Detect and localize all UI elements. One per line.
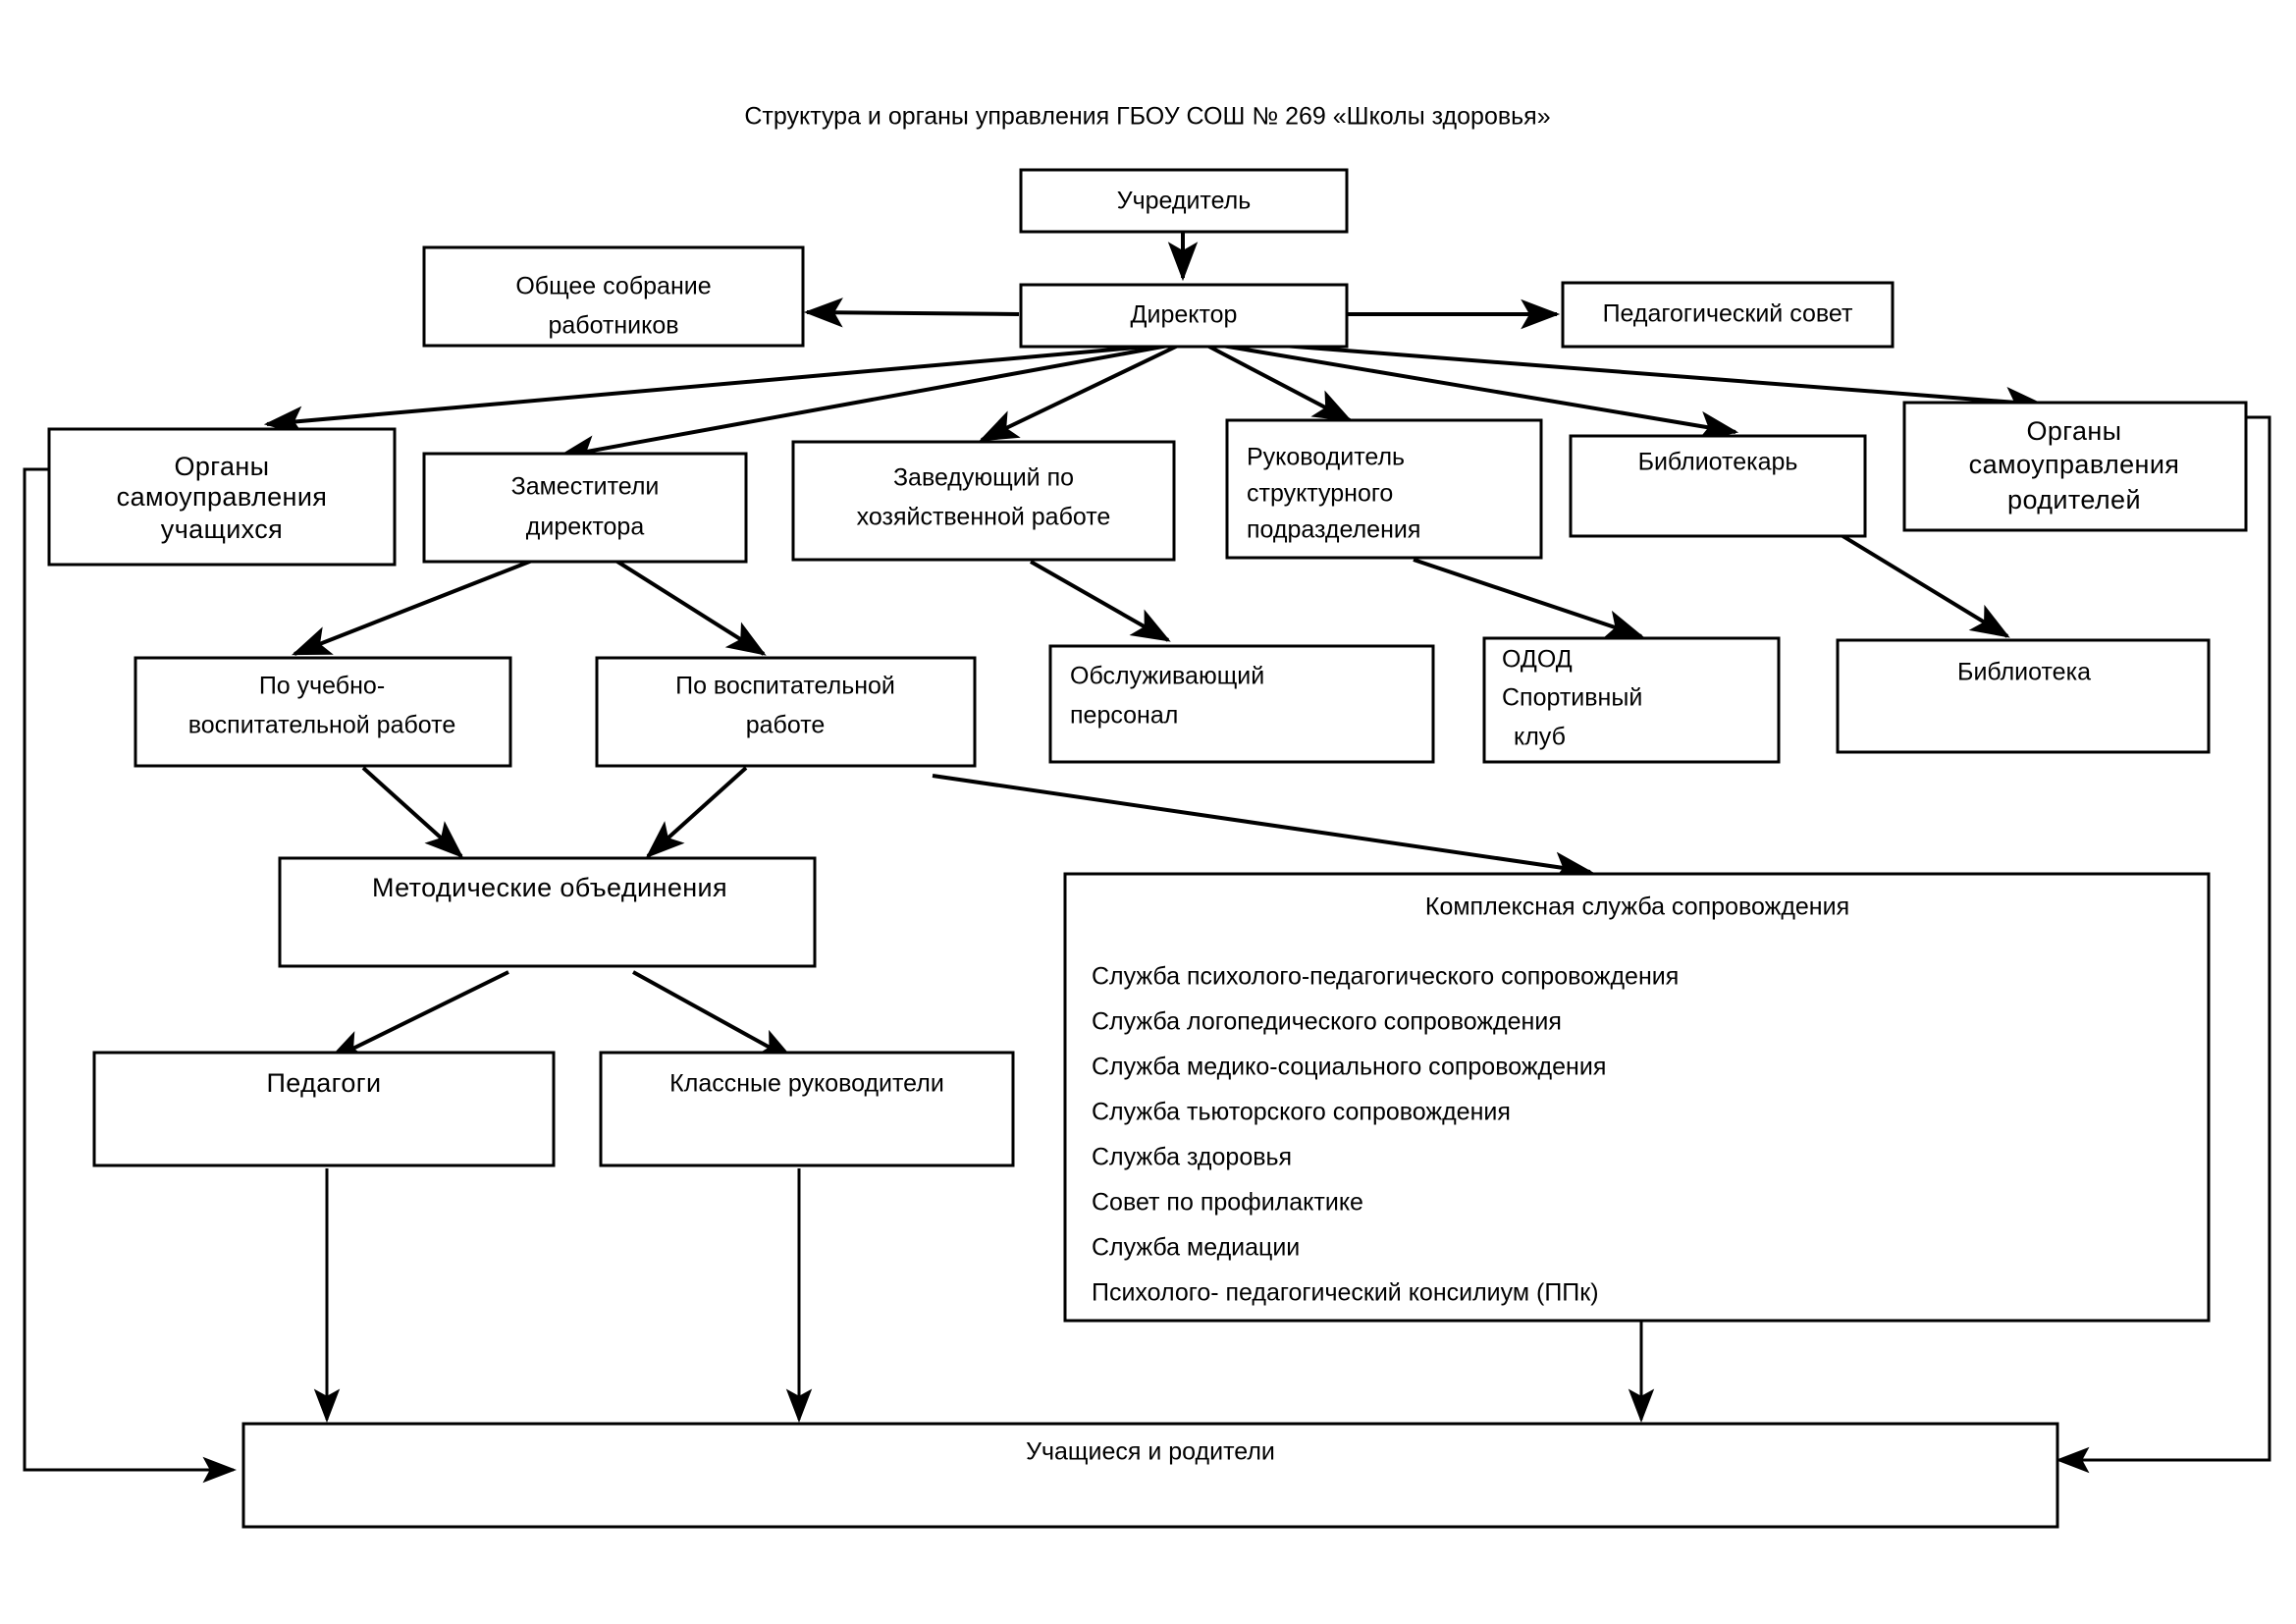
node-structural-head-line1: Руководитель: [1247, 444, 1405, 471]
node-teachers[interactable]: Педагоги: [92, 1051, 556, 1167]
connector-method-associations-to-teachers: [326, 970, 509, 1062]
node-upbringing-work-line2: работе: [746, 712, 826, 739]
node-parent-self-government-line2: самоуправления: [1969, 450, 2180, 479]
connector-student-self-government-to-students-parents: [23, 467, 237, 1484]
connector-upbringing-work-to-complex-service: [932, 774, 1594, 882]
node-odod-line2: Спортивный: [1502, 684, 1642, 712]
node-founder[interactable]: Учредитель: [1019, 168, 1349, 234]
node-general-meeting[interactable]: Общее собрание работников: [422, 245, 805, 348]
node-pedagogical-council-label: Педагогический совет: [1603, 300, 1853, 328]
node-economic-affairs-line1: Заведующий по: [893, 464, 1074, 492]
node-deputies-line1: Заместители: [511, 473, 660, 501]
complex-service-item-7: Психолого- педагогический консилиум (ППк…: [1092, 1279, 1599, 1307]
connector-upbringing-work-to-method-associations: [645, 766, 748, 859]
complex-service-item-1: Служба логопедического сопровождения: [1092, 1008, 1562, 1036]
node-service-staff[interactable]: Обслуживающий персонал: [1048, 644, 1435, 764]
node-odod[interactable]: ОДОД Спортивный клуб: [1482, 636, 1781, 764]
node-educational-work-line2: воспитательной работе: [188, 712, 455, 739]
node-director[interactable]: Директор: [1019, 283, 1349, 349]
complex-service-item-4: Служба здоровья: [1092, 1144, 1292, 1171]
connector-method-associations-to-class-teachers: [632, 970, 796, 1062]
node-method-associations[interactable]: Методические объединения: [278, 856, 817, 968]
complex-service-item-2: Служба медико-социального сопровождения: [1092, 1054, 1606, 1081]
node-economic-affairs[interactable]: Заведующий по хозяйственной работе: [791, 440, 1176, 562]
node-class-teachers-label: Классные руководители: [669, 1070, 944, 1098]
node-complex-service[interactable]: Комплексная служба сопровождения Служба …: [1063, 872, 2211, 1323]
node-structural-head-line3: подразделения: [1247, 516, 1420, 544]
node-upbringing-work[interactable]: По воспитательной работе: [595, 656, 977, 768]
connector-director-to-parent-self-government: [1231, 340, 2046, 417]
node-parent-self-government[interactable]: Органы самоуправления родителей: [1902, 401, 2248, 532]
complex-service-item-3: Служба тьюторского сопровождения: [1092, 1099, 1511, 1126]
connector-deputies-to-upbringing-work: [597, 548, 767, 656]
connector-parent-self-government-to-students-parents: [2056, 415, 2271, 1474]
complex-service-item-0: Служба психолого-педагогического сопрово…: [1092, 963, 1679, 991]
connector-director-to-student-self-government: [263, 344, 1159, 436]
connector-deputies-to-educational-work: [292, 548, 561, 656]
connector-director-to-economic-affairs: [979, 344, 1179, 442]
node-educational-work-line1: По учебно-: [259, 673, 385, 700]
node-service-staff-line1: Обслуживающий: [1070, 663, 1264, 690]
node-student-self-government-line3: учащихся: [161, 514, 283, 544]
connector-educational-work-to-method-associations: [361, 766, 464, 859]
node-structural-head[interactable]: Руководитель структурного подразделения: [1225, 418, 1543, 560]
connector-director-to-general-meeting: [803, 298, 1020, 328]
node-librarian-label: Библиотекарь: [1638, 449, 1798, 476]
connector-structural-head-to-odod: [1413, 558, 1645, 639]
connector-director-to-deputies: [556, 344, 1169, 465]
node-service-staff-line2: персонал: [1070, 702, 1178, 730]
node-class-teachers[interactable]: Классные руководители: [599, 1051, 1015, 1167]
node-structural-head-line2: структурного: [1247, 480, 1393, 508]
node-educational-work[interactable]: По учебно- воспитательной работе: [133, 656, 512, 768]
node-deputies[interactable]: Заместители директора: [422, 452, 748, 564]
connector-director-to-librarian: [1221, 344, 1739, 441]
page-title: Структура и органы управления ГБОУ СОШ №…: [744, 103, 1550, 131]
node-students-parents[interactable]: Учащиеся и родители: [241, 1422, 2059, 1529]
node-teachers-label: Педагоги: [266, 1068, 381, 1098]
node-student-self-government-line2: самоуправления: [117, 482, 328, 512]
node-library-label: Библиотека: [1957, 659, 2091, 686]
node-deputies-line2: директора: [526, 514, 645, 541]
node-odod-line3: клуб: [1514, 724, 1566, 751]
node-students-parents-label: Учащиеся и родители: [1026, 1438, 1275, 1466]
node-odod-line1: ОДОД: [1502, 646, 1573, 674]
node-general-meeting-line2: работников: [548, 312, 678, 340]
complex-service-title: Комплексная служба сопровождения: [1425, 893, 1849, 921]
node-general-meeting-line1: Общее собрание: [515, 273, 711, 300]
complex-service-item-6: Служба медиации: [1092, 1234, 1300, 1262]
node-parent-self-government-line3: родителей: [2007, 485, 2141, 514]
node-librarian[interactable]: Библиотекарь: [1569, 434, 1867, 538]
connector-director-to-structural-head: [1206, 344, 1353, 422]
connector-economic-affairs-to-service-staff: [1030, 560, 1171, 642]
node-founder-label: Учредитель: [1117, 188, 1252, 215]
node-library[interactable]: Библиотека: [1836, 638, 2211, 754]
complex-service-item-5: Совет по профилактике: [1092, 1189, 1363, 1217]
node-pedagogical-council[interactable]: Педагогический совет: [1561, 281, 1895, 349]
node-method-associations-label: Методические объединения: [372, 873, 727, 902]
node-director-label: Директор: [1131, 301, 1238, 329]
node-student-self-government-line1: Органы: [174, 452, 269, 481]
node-parent-self-government-line1: Органы: [2026, 416, 2121, 446]
node-student-self-government[interactable]: Органы самоуправления учащихся: [47, 427, 397, 567]
node-upbringing-work-line1: По воспитательной: [675, 673, 895, 700]
node-economic-affairs-line2: хозяйственной работе: [857, 504, 1111, 531]
